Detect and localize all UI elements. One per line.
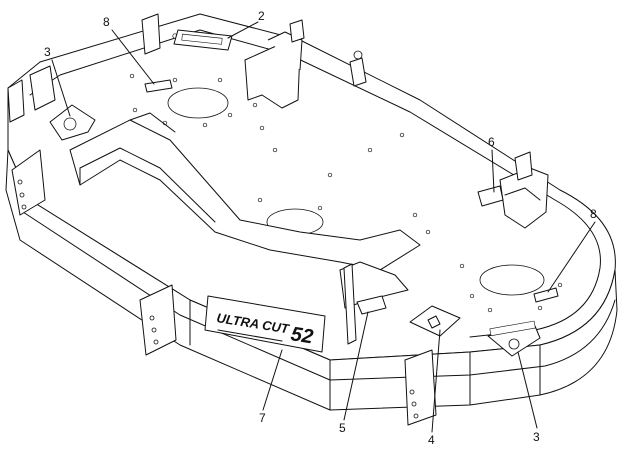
decal-3-right [487,320,541,357]
callout-4: 4 [428,433,435,447]
callout-7: 7 [259,411,266,425]
leader-4 [431,329,441,433]
center-bracket [339,261,409,345]
decal-7-brand: ULTRA CUT 52 [204,295,326,353]
leader-8-left [111,29,155,85]
deck-body [5,13,618,411]
decal-4 [409,305,461,337]
decal-2 [173,29,233,51]
right-spindle-opening [479,264,545,296]
rear-brackets [141,13,367,109]
callout-8-right: 8 [590,207,597,221]
callout-2: 2 [258,9,265,23]
leader-8-right [547,221,596,293]
leader-3-left [51,59,71,117]
leader-5 [343,311,369,421]
decal-3-left [49,104,96,141]
leader-lines [51,21,596,433]
callout-3-left: 3 [44,45,51,59]
baffle-channel [69,112,421,271]
left-spindle-opening [167,87,229,119]
decal-5 [356,295,387,315]
callout-6: 6 [488,135,495,149]
leader-7 [262,349,283,411]
callout-8-left: 8 [103,15,110,29]
callout-3-right: 3 [533,430,540,444]
decals: ULTRA CUT 52 [49,29,559,357]
decal-6 [477,185,504,207]
callout-numbers: 2 8 3 6 8 7 5 4 3 [44,9,597,447]
left-front-brackets [7,65,437,426]
spindle-openings [167,87,545,296]
right-bracket [499,151,549,229]
leader-3-right [517,351,538,429]
leader-2 [227,21,259,39]
leader-6 [491,149,495,193]
decal-8-right [533,287,559,303]
brand-number: 52 [289,323,314,348]
mounting-holes [129,32,563,313]
callout-5: 5 [339,421,346,435]
decal-8-left [144,79,173,93]
